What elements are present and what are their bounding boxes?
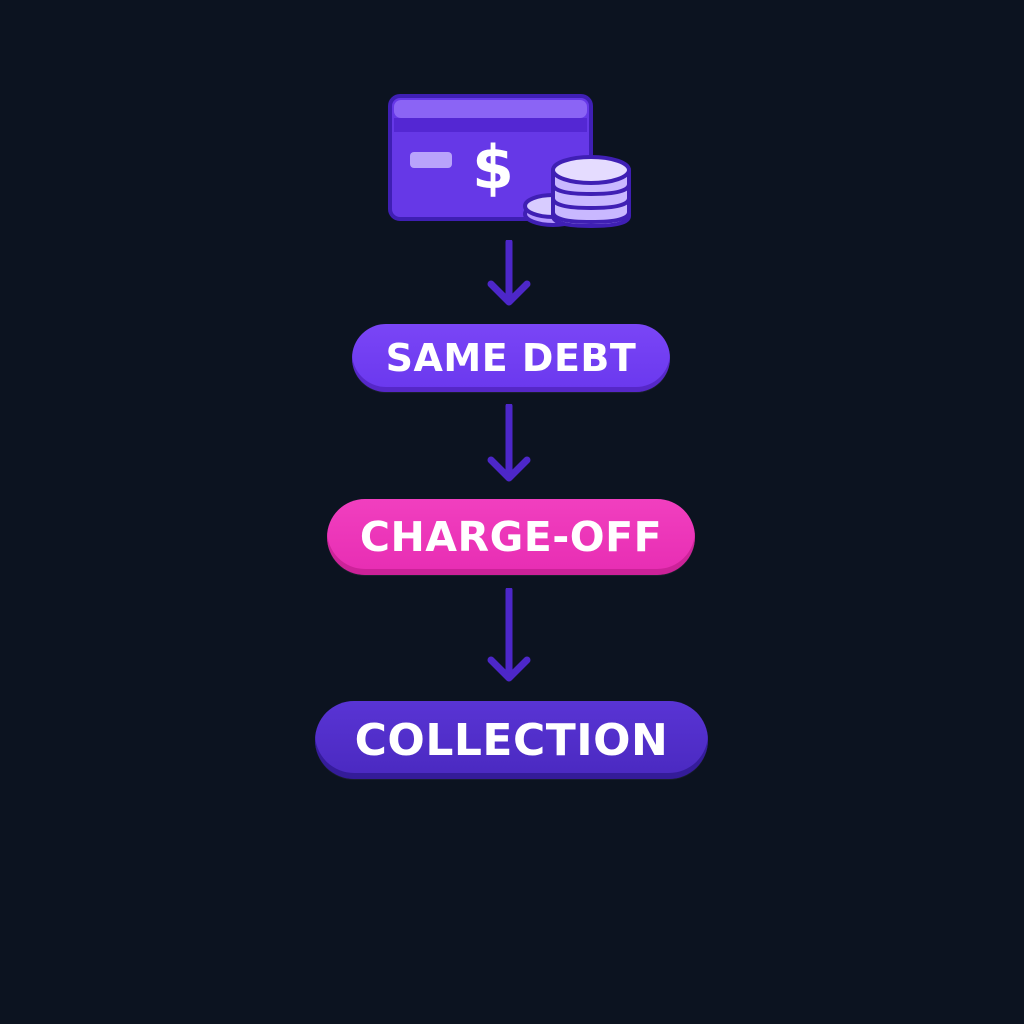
arrow-down-icon: [485, 588, 533, 690]
dollar-sign-icon: $: [472, 133, 514, 203]
step-label: SAME DEBT: [385, 336, 637, 380]
step-label: COLLECTION: [354, 714, 669, 766]
step-label: CHARGE-OFF: [359, 513, 663, 561]
arrow-down-icon: [485, 240, 533, 312]
step-charge-off: CHARGE-OFF: [327, 499, 695, 575]
step-same-debt: SAME DEBT: [352, 324, 670, 392]
credit-card-coins-icon: $: [385, 92, 637, 234]
arrow-down-icon: [485, 404, 533, 488]
step-collection: COLLECTION: [315, 701, 708, 779]
